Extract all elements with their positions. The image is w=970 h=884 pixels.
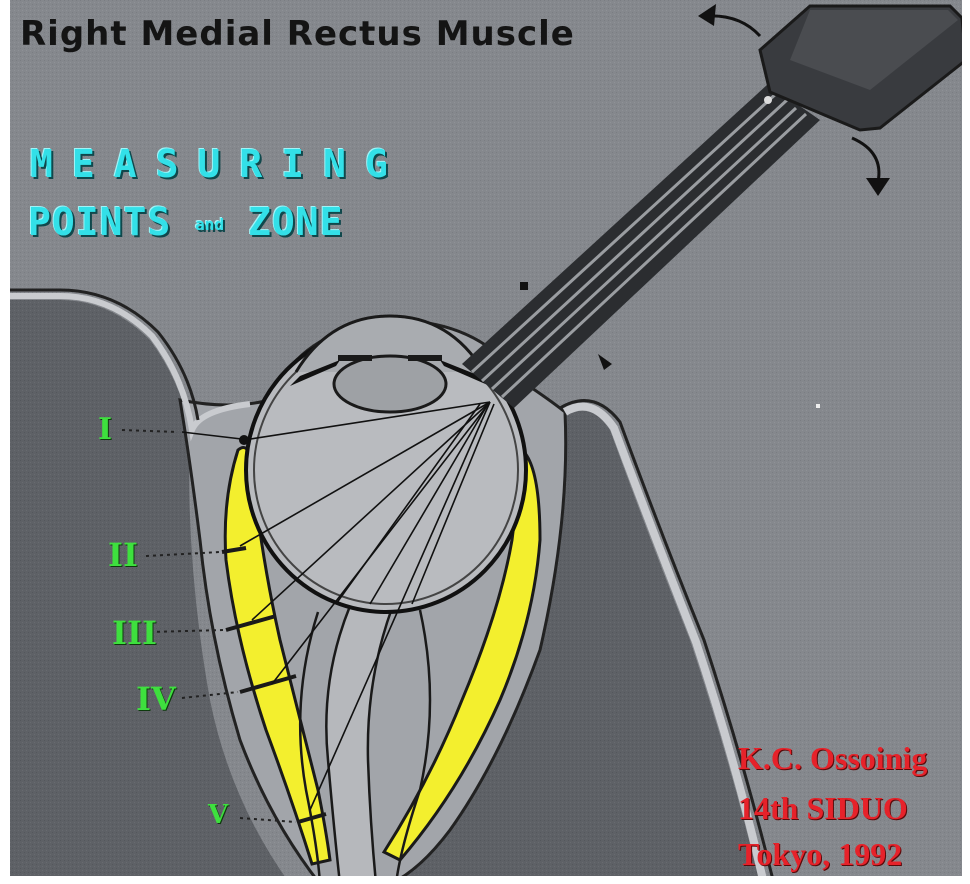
marker-dot-2 — [816, 404, 820, 408]
frame-left — [0, 0, 10, 884]
pupil-edge-left — [338, 355, 372, 361]
measuring-point-1: I — [98, 412, 112, 447]
measuring-point-3: III — [112, 614, 157, 652]
lens — [334, 356, 446, 412]
pupil-edge-right — [408, 355, 442, 361]
diagram-title: Right Medial Rectus Muscle — [20, 14, 575, 54]
heading-points: POINTS — [28, 200, 171, 244]
probe-pivot-dot — [764, 96, 772, 104]
measuring-point-4: IV — [136, 680, 176, 718]
heading-line-2: POINTS and ZONE — [28, 200, 343, 244]
credit-event: 14th SIDUO — [738, 790, 908, 827]
marker-dot-1 — [520, 282, 528, 290]
frame-bottom — [0, 876, 970, 884]
measuring-point-2: II — [108, 536, 138, 574]
measuring-point-5: V — [208, 800, 228, 830]
heading-zone: ZONE — [248, 200, 344, 244]
beam-origin-marker — [239, 435, 249, 445]
credit-author: K.C. Ossoinig — [738, 740, 927, 777]
heading-and: and — [195, 215, 224, 234]
heading-line-1: MEASURING — [30, 142, 407, 186]
credit-place-year: Tokyo, 1992 — [738, 836, 902, 873]
frame-right — [962, 0, 970, 884]
